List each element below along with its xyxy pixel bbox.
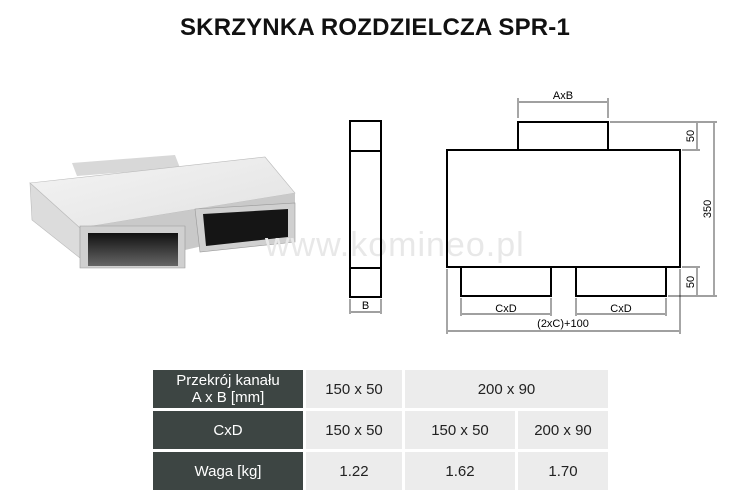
header-line1: Przekrój kanału — [176, 372, 280, 389]
table-cell: 1.22 — [306, 452, 402, 490]
page-title: SKRZYNKA ROZDZIELCZA SPR-1 — [179, 14, 571, 41]
row-header-cxd: CxD — [153, 411, 303, 449]
table-cell: 150 x 50 — [306, 370, 402, 408]
table-cell: 150 x 50 — [405, 411, 515, 449]
dim-cxd-left: CxD — [495, 303, 516, 315]
product-photo — [29, 155, 296, 269]
dim-top-50: 50 — [685, 130, 697, 142]
dim-bottom-50: 50 — [685, 276, 697, 288]
table-row-cxd: CxD 150 x 50 150 x 50 200 x 90 — [153, 411, 608, 449]
dim-height-350: 350 — [702, 200, 714, 218]
table-cell: 150 x 50 — [306, 411, 402, 449]
header-line2: A x B [mm] — [191, 389, 265, 406]
table-cell: 1.62 — [405, 452, 515, 490]
spec-table: Przekrój kanału A x B [mm] 150 x 50 200 … — [150, 367, 611, 493]
table-cell: 1.70 — [518, 452, 608, 490]
table-row-cross-section: Przekrój kanału A x B [mm] 150 x 50 200 … — [153, 370, 608, 408]
dim-total-width: (2xC)+100 — [537, 318, 589, 330]
watermark: www.komineo.pl — [265, 226, 525, 264]
row-header-cross-section: Przekrój kanału A x B [mm] — [153, 370, 303, 408]
dim-cxd-right: CxD — [610, 303, 631, 315]
table-row-weight: Waga [kg] 1.22 1.62 1.70 — [153, 452, 608, 490]
table-cell: 200 x 90 — [405, 370, 608, 408]
technical-drawing: B AxB 50 350 50 CxD CxD (2xC)+100 — [349, 90, 717, 334]
table-cell: 200 x 90 — [518, 411, 608, 449]
dim-axb-label: AxB — [553, 90, 573, 102]
row-header-weight: Waga [kg] — [153, 452, 303, 490]
dim-b-label: B — [362, 300, 369, 312]
